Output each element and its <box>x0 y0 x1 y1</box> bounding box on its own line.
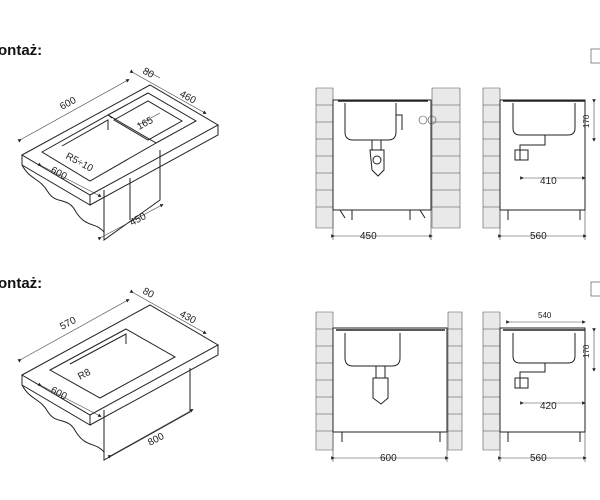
top-front-section-view <box>315 87 461 240</box>
bottom-side-offset-dim: 420 <box>540 401 557 412</box>
top-depth-dim: 460 <box>178 89 198 107</box>
top-front-dim: 600 <box>49 165 69 183</box>
bottom-isometric-view <box>17 289 220 461</box>
bottom-depth-dim: 430 <box>178 309 198 327</box>
bottom-front-width-dim: 600 <box>380 453 397 464</box>
bottom-radius-dim: R8 <box>76 367 93 383</box>
top-side-section-view <box>482 48 600 240</box>
bottom-side-top-dim: 540 <box>538 311 552 320</box>
bottom-section-title: ontaż: <box>0 275 42 292</box>
top-front-width-dim: 450 <box>360 231 377 242</box>
bottom-side-height-dim: 170 <box>582 344 591 358</box>
bottom-side-depth-dim: 560 <box>530 453 547 464</box>
bottom-width-dim: 570 <box>58 315 78 333</box>
bottom-front-dim: 600 <box>49 385 69 403</box>
top-side-depth-dim: 560 <box>530 231 547 242</box>
top-isometric-view <box>17 69 220 241</box>
top-bowl-dim: 165 <box>135 115 155 133</box>
top-section-title: ontaż: <box>0 42 42 59</box>
top-width-dim: 600 <box>58 95 78 113</box>
top-rim-dim: 80 <box>141 66 156 81</box>
bottom-rim-dim: 80 <box>141 286 156 301</box>
top-side-offset-dim: 410 <box>540 176 557 187</box>
bottom-cabinet-dim: 800 <box>146 431 166 449</box>
bottom-front-section-view <box>315 311 463 462</box>
bottom-side-section-view <box>482 281 600 462</box>
top-radius-dim: R5÷10 <box>64 151 96 175</box>
top-side-height-dim: 170 <box>582 114 591 128</box>
